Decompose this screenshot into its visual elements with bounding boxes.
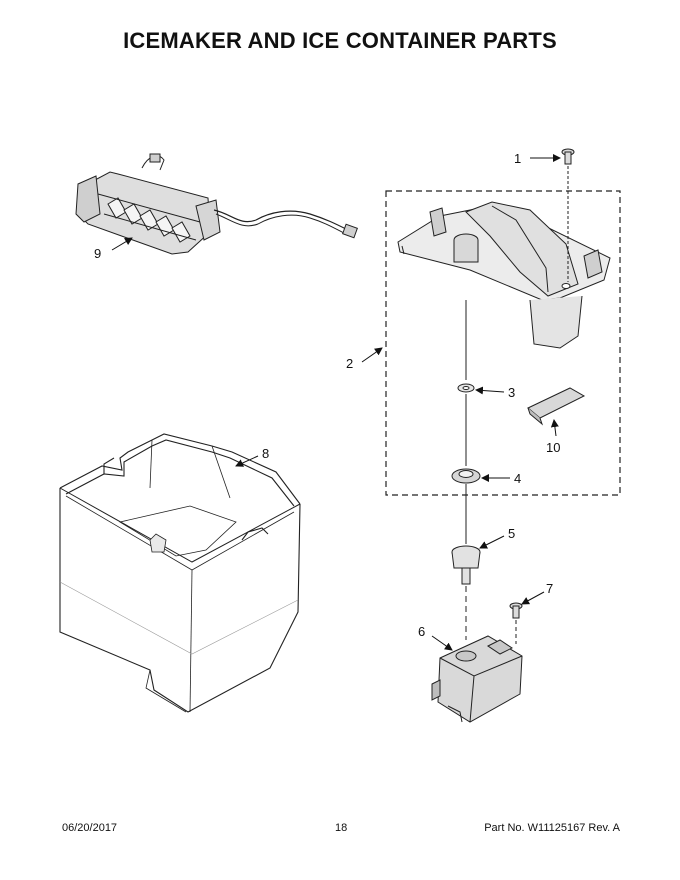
callout-7: 7 bbox=[546, 581, 553, 596]
alignment-lines bbox=[465, 166, 569, 644]
callout-4: 4 bbox=[514, 471, 521, 486]
footer-part-info: Part No. W11125167 Rev. A bbox=[484, 822, 620, 834]
callout-2: 2 bbox=[346, 356, 353, 371]
callout-8: 8 bbox=[262, 446, 269, 461]
screw-top bbox=[561, 148, 575, 165]
dispenser-housing bbox=[397, 201, 611, 349]
washer bbox=[457, 383, 475, 393]
callout-5: 5 bbox=[508, 526, 515, 541]
footer-part-label: Part No. bbox=[484, 822, 525, 834]
bearing bbox=[451, 468, 481, 484]
footer-date: 06/20/2017 bbox=[62, 822, 118, 834]
icemaker-assembly bbox=[75, 153, 358, 255]
footer-part-number: W11125167 bbox=[527, 822, 586, 834]
coupler bbox=[451, 545, 481, 585]
screw-motor bbox=[509, 602, 523, 619]
footer-revision: Rev. A bbox=[588, 822, 620, 834]
callout-1: 1 bbox=[514, 151, 521, 166]
callout-9: 9 bbox=[94, 246, 101, 261]
callout-6: 6 bbox=[418, 624, 425, 639]
subassembly-boundary bbox=[385, 190, 621, 496]
footer-page-number: 18 bbox=[335, 822, 348, 834]
leader-lines bbox=[111, 154, 561, 651]
chute-seal bbox=[527, 387, 586, 426]
page-title: ICEMAKER AND ICE CONTAINER PARTS bbox=[123, 28, 557, 53]
ice-bin-container bbox=[59, 433, 301, 713]
callout-10: 10 bbox=[546, 440, 560, 455]
callout-3: 3 bbox=[508, 385, 515, 400]
auger-motor bbox=[431, 635, 523, 723]
